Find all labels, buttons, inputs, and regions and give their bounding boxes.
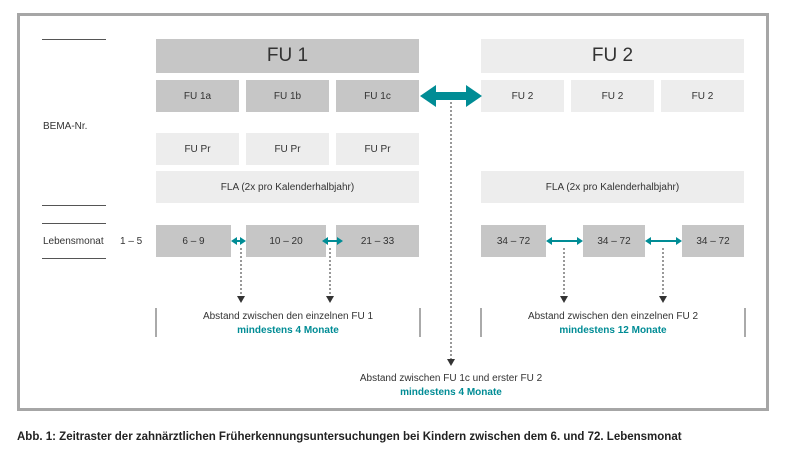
dotted-pointer	[326, 248, 334, 303]
fu-pr-box-1: FU Pr	[156, 133, 239, 165]
fu1-fla-box: FLA (2x pro Kalenderhalbjahr)	[156, 171, 419, 203]
fu2-header: FU 2	[481, 39, 744, 73]
fu2-fla-box: FLA (2x pro Kalenderhalbjahr)	[481, 171, 744, 203]
fu1-month-2: 10 – 20	[246, 225, 326, 257]
dotted-pointer	[560, 248, 568, 303]
big-double-arrow	[420, 85, 482, 107]
fu1-month-1: 6 – 9	[156, 225, 231, 257]
fu1-month-3: 21 – 33	[336, 225, 419, 257]
lebensmonat-label: Lebensmonat	[43, 236, 104, 247]
small-double-arrow	[645, 237, 682, 245]
fu2-month-2: 34 – 72	[583, 225, 645, 257]
fu-pr-box-3: FU Pr	[336, 133, 419, 165]
small-double-arrow	[231, 237, 246, 245]
bottom-note-line1: Abstand zwischen FU 1c und erster FU 2	[359, 373, 543, 384]
fu1-interval-note: Abstand zwischen den einzelnen FU 1 mind…	[160, 310, 416, 338]
fu1c-fu2-interval-note: Abstand zwischen FU 1c und erster FU 2 m…	[310, 372, 592, 400]
diagram-frame	[17, 13, 769, 411]
fu2-month-1: 34 – 72	[481, 225, 546, 257]
fu1a-box: FU 1a	[156, 80, 239, 112]
fu2-box-1: FU 2	[481, 80, 564, 112]
bema-label: BEMA-Nr.	[43, 121, 88, 132]
note-bracket-lines	[155, 308, 746, 337]
dotted-pointer	[237, 248, 245, 303]
fu-pr-box-2: FU Pr	[246, 133, 329, 165]
rule-mid-2	[42, 223, 106, 224]
small-double-arrow	[546, 237, 583, 245]
fu1-header: FU 1	[156, 39, 419, 73]
fu2-note-line1: Abstand zwischen den einzelnen FU 2	[527, 311, 699, 322]
fu1-note-line1: Abstand zwischen den einzelnen FU 1	[202, 311, 374, 322]
fu1b-box: FU 1b	[246, 80, 329, 112]
fu1-note-line2: mindestens 4 Monate	[237, 325, 339, 336]
small-double-arrow	[322, 237, 343, 245]
dotted-pointer	[659, 248, 667, 303]
fu2-note-line2: mindestens 12 Monate	[559, 325, 667, 336]
figure-caption: Abb. 1: Zeitraster der zahnärztlichen Fr…	[17, 431, 682, 443]
fu2-interval-note: Abstand zwischen den einzelnen FU 2 mind…	[485, 310, 741, 338]
dotted-pointer-long	[447, 102, 455, 366]
bottom-note-line2: mindestens 4 Monate	[400, 387, 502, 398]
fu2-box-3: FU 2	[661, 80, 744, 112]
fu2-box-2: FU 2	[571, 80, 654, 112]
fu2-month-3: 34 – 72	[682, 225, 744, 257]
rule-mid-1	[42, 205, 106, 206]
fu1c-box: FU 1c	[336, 80, 419, 112]
rule-top	[42, 39, 106, 40]
rule-bottom	[42, 258, 106, 259]
first-range-label: 1 – 5	[120, 236, 143, 247]
